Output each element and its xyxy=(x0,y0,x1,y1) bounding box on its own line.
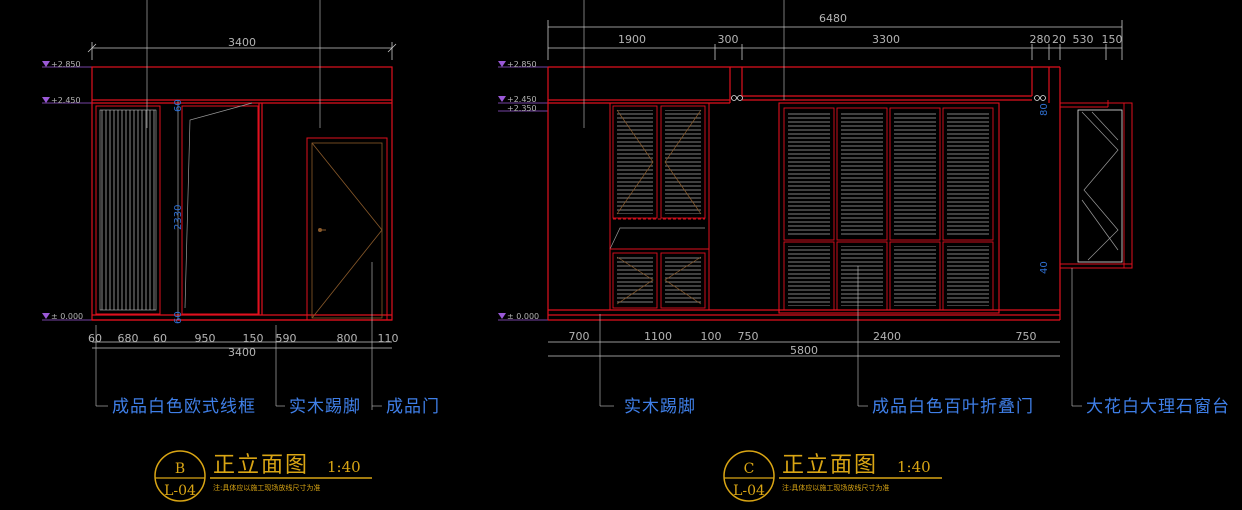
section-bubble xyxy=(154,450,206,502)
bottom-dim-label: 1100 xyxy=(644,330,672,343)
bottom-dim-label: 110 xyxy=(378,332,399,345)
bubble-sheet: L-04 xyxy=(164,483,196,499)
vertical-dim-label: 60 xyxy=(173,311,184,324)
bottom-dim-label: 150 xyxy=(243,332,264,345)
bubble-letter: B xyxy=(175,461,185,477)
callout-label: 成品白色百叶折叠门 xyxy=(872,397,1034,417)
elevation-c-title-block: C L-04 正立面图 1:40 注:具体应以施工现场放线尺寸为准 xyxy=(723,450,942,502)
level-label: +2.450 xyxy=(507,95,537,104)
window-marble-sill xyxy=(1059,100,1133,269)
elevation-b: 3400 +2.850 +2.450 ± 0.000 xyxy=(42,0,440,502)
bottom-dim-label: 800 xyxy=(337,332,358,345)
top-total-label: 6480 xyxy=(819,12,847,25)
elevation-c-leaders xyxy=(583,0,1082,407)
callout-label: 成品门 xyxy=(386,397,440,417)
callout-label: 实木踢脚 xyxy=(289,397,361,417)
elevation-b-level-markers: +2.850 +2.450 ± 0.000 xyxy=(42,60,92,321)
elevation-b-bottom-dimension xyxy=(92,341,392,349)
level-label: ± 0.000 xyxy=(51,312,83,321)
bubble-letter: C xyxy=(744,461,755,477)
elevation-b-leaders xyxy=(95,0,382,410)
bottom-dim-label: 60 xyxy=(88,332,102,345)
level-label: +2.450 xyxy=(51,96,81,105)
european-wire-frame-panel xyxy=(95,105,161,315)
callout-label: 大花白大理石窗台 xyxy=(1086,397,1230,417)
vertical-dim-label: 60 xyxy=(173,99,184,112)
level-label: +2.350 xyxy=(507,104,537,113)
level-label: ± 0.000 xyxy=(507,312,539,321)
bubble-sheet: L-04 xyxy=(733,483,765,499)
bottom-dim-label: 2400 xyxy=(873,330,901,343)
vertical-dim-label: 40 xyxy=(1039,261,1050,274)
elevation-c: 6480 1900 300 3300 280 20 530 150 +2.850… xyxy=(498,0,1230,502)
level-label: +2.850 xyxy=(507,60,537,69)
bottom-dim-label: 750 xyxy=(738,330,759,343)
callout-label: 成品白色欧式线框 xyxy=(112,397,256,417)
elevation-c-top-dimension xyxy=(547,20,1123,60)
bottom-dim-label: 590 xyxy=(276,332,297,345)
bottom-dim-label: 100 xyxy=(701,330,722,343)
elevation-b-top-dimension xyxy=(87,42,397,60)
section-bubble xyxy=(723,450,775,502)
bottom-dim-label: 950 xyxy=(195,332,216,345)
vertical-dim-label: 2330 xyxy=(173,205,184,230)
elevation-b-middle-frame xyxy=(181,102,259,315)
bottom-total-label: 5800 xyxy=(790,344,818,357)
elevation-b-vertical-dims: 60 2330 60 xyxy=(173,99,184,324)
top-dim-label: 3300 xyxy=(872,33,900,46)
elevation-title: 正立面图 xyxy=(782,453,878,478)
callout-label: 实木踢脚 xyxy=(624,397,696,417)
top-dim-label: 300 xyxy=(718,33,739,46)
bottom-dim-label: 680 xyxy=(118,332,139,345)
elevation-scale: 1:40 xyxy=(327,458,361,476)
elevation-c-bottom-dimension xyxy=(548,341,1060,357)
bottom-dim-label: 750 xyxy=(1016,330,1037,343)
vertical-dim-label: 80 xyxy=(1039,103,1050,116)
top-dim-label: 280 xyxy=(1030,33,1051,46)
finished-door xyxy=(306,137,388,321)
bottom-total-label: 3400 xyxy=(228,346,256,359)
elevation-b-top-dim-label: 3400 xyxy=(228,36,256,49)
top-dim-label: 150 xyxy=(1102,33,1123,46)
bottom-dim-label: 700 xyxy=(569,330,590,343)
elevation-scale: 1:40 xyxy=(897,458,931,476)
level-label: +2.850 xyxy=(51,60,81,69)
top-dim-label: 20 xyxy=(1052,33,1066,46)
top-dim-label: 530 xyxy=(1073,33,1094,46)
elevation-b-title-block: B L-04 正立面图 1:40 注:具体应以施工现场放线尺寸为准 xyxy=(154,450,372,502)
cornice-ornaments xyxy=(731,95,1046,101)
louver-folding-doors xyxy=(778,102,1000,314)
elevation-c-level-markers: +2.850 +2.450 +2.350 ± 0.000 xyxy=(498,60,548,321)
elevation-title: 正立面图 xyxy=(213,453,309,478)
left-cabinet xyxy=(609,102,710,311)
bottom-dim-label: 60 xyxy=(153,332,167,345)
elevation-note: 注:具体应以施工现场放线尺寸为准 xyxy=(213,483,320,492)
elevation-note: 注:具体应以施工现场放线尺寸为准 xyxy=(782,483,889,492)
top-dim-label: 1900 xyxy=(618,33,646,46)
